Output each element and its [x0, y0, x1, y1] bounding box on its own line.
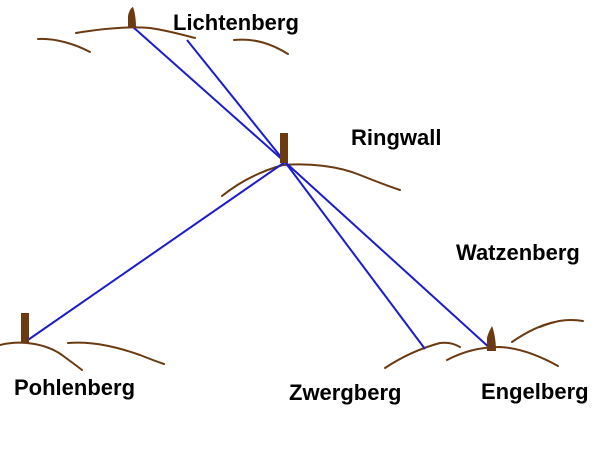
sight-line-ringwall-pohlenberg — [24, 161, 286, 343]
summit-markers — [21, 7, 496, 351]
terrain-pohlenberg-main — [0, 341, 83, 371]
terrain-lichtenberg-main — [75, 26, 196, 39]
tower-icon-lichtenberg — [128, 7, 136, 28]
terrain-engelberg-top — [539, 318, 584, 328]
label-zwergberg: Zwergberg — [289, 380, 402, 405]
label-lichtenberg: Lichtenberg — [173, 10, 299, 35]
label-engelberg: Engelberg — [481, 379, 589, 404]
terrain-lichtenberg-right — [233, 38, 289, 55]
tower-icon-engelberg — [487, 326, 496, 351]
terrain-lines — [0, 26, 584, 371]
terrain-pohlenberg-right — [67, 341, 165, 365]
label-ringwall: Ringwall — [351, 125, 442, 150]
sight-line-ringwall-zwergberg — [284, 161, 426, 350]
terrain-zwergberg — [384, 341, 461, 369]
terrain-ringwall-right — [282, 163, 401, 191]
terrain-engelberg-main — [446, 345, 559, 367]
terrain-engelberg-far — [511, 321, 556, 343]
tower-icon-ringwall — [280, 133, 288, 163]
sight-line-lichtenberg-ringwall-b — [186, 39, 286, 163]
label-watzenberg: Watzenberg — [456, 240, 580, 265]
sight-line-ringwall-engelberg — [284, 161, 493, 351]
label-pohlenberg: Pohlenberg — [14, 375, 136, 400]
tower-icon-pohlenberg — [21, 313, 29, 343]
sight-lines — [24, 26, 493, 351]
sight-line-lichtenberg-ringwall-a — [132, 26, 286, 163]
terrain-lichtenberg-left — [37, 37, 91, 53]
